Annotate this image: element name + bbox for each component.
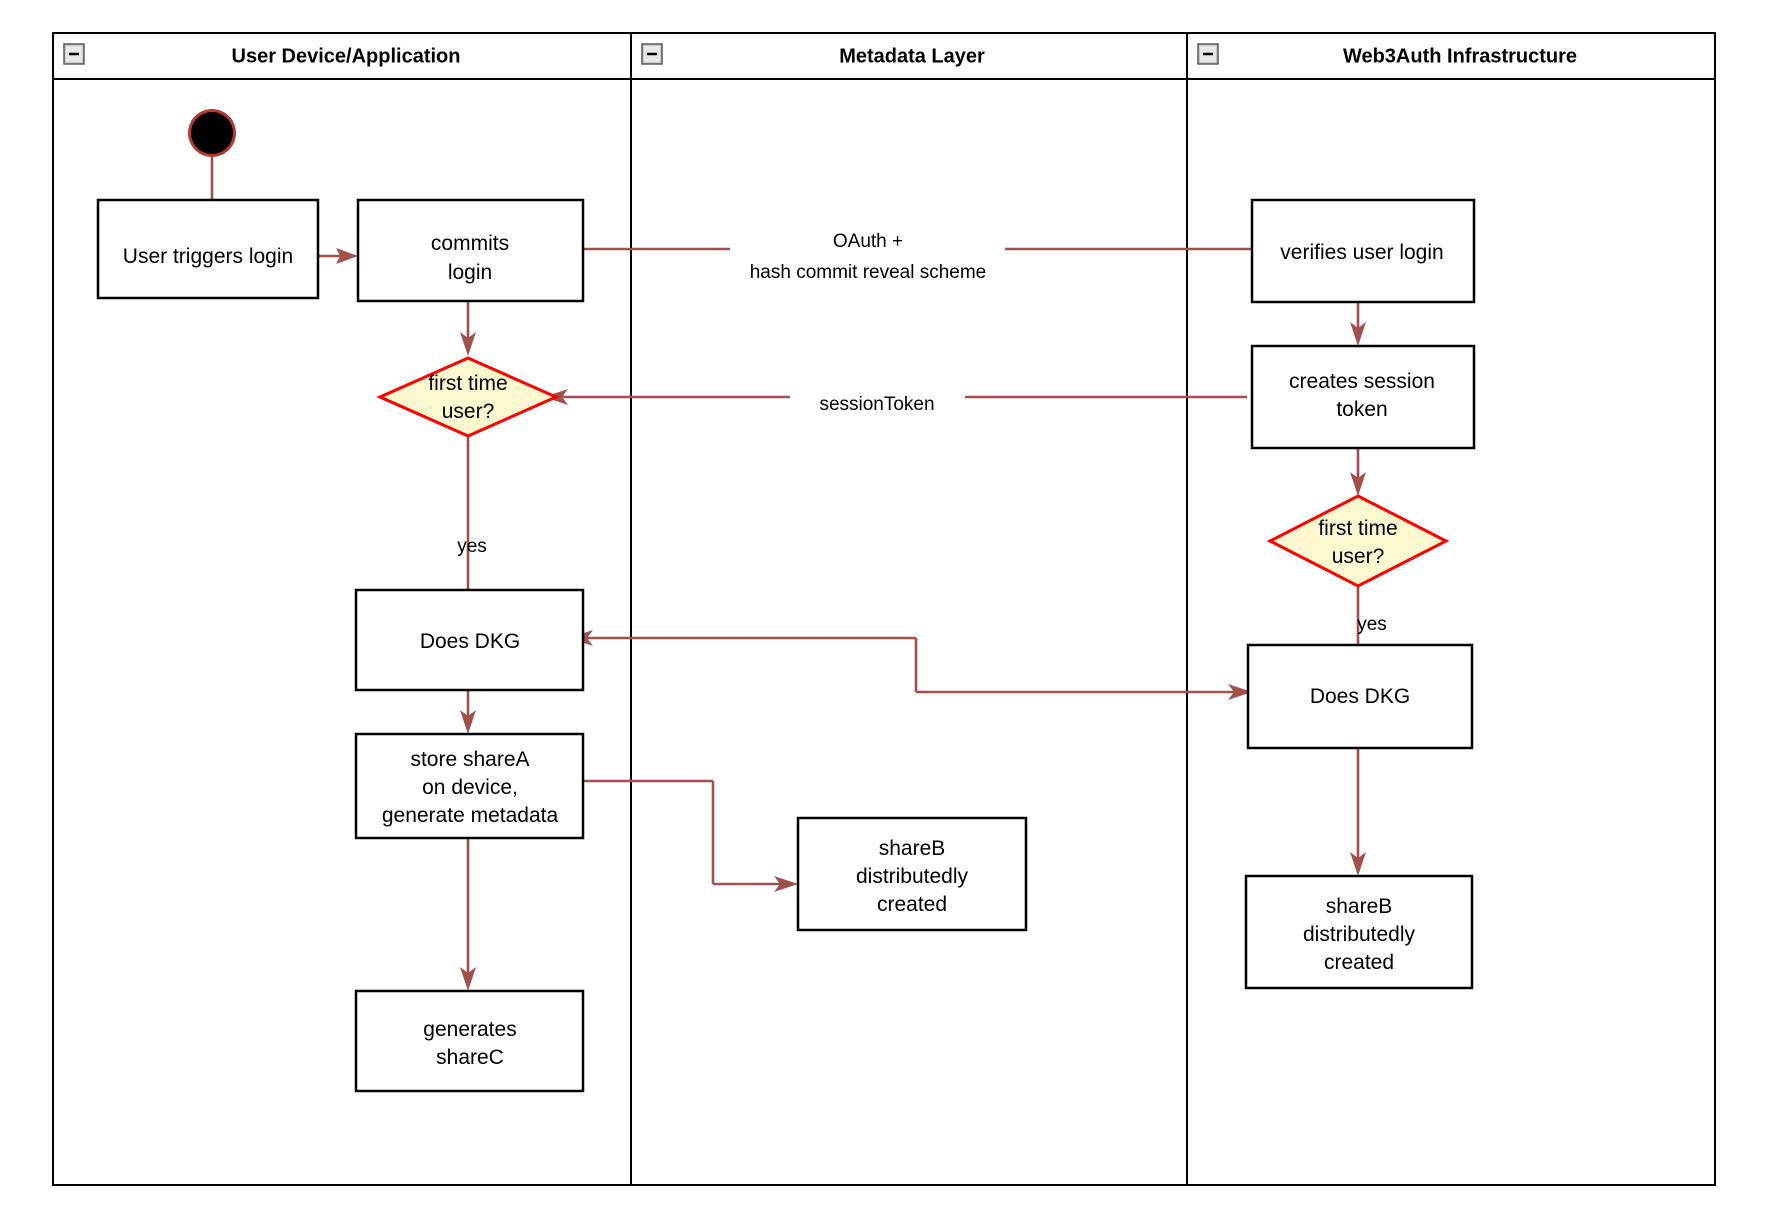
edge-commits-login-to-first-time-user-left (460, 301, 476, 356)
activity-creates-session-token[interactable]: creates session token (1250, 344, 1476, 450)
activity-shareb-web3auth-line2: distributedly (1303, 923, 1416, 946)
edge-label-session-token: sessionToken (819, 394, 934, 415)
edge-label-yes-left-text: yes (457, 536, 487, 557)
decision-first-time-user-right-line1: first time (1318, 517, 1397, 540)
edge-label-session-token-text: sessionToken (819, 394, 934, 415)
swimlane-header-metadata (630, 32, 1188, 80)
activity-commits-login[interactable]: commits login (356, 198, 585, 303)
decision-first-time-user-left[interactable]: first time user? (376, 356, 560, 438)
activity-generates-sharec-line2: shareC (436, 1046, 504, 1069)
edge-creates-session-token-to-first-time-user-right (1350, 448, 1366, 496)
edge-does-dkg-right-to-shareb-web3auth (1350, 748, 1366, 876)
swimlane-title-metadata: Metadata Layer (839, 45, 985, 67)
activity-user-triggers-login-label: User triggers login (123, 245, 293, 268)
activity-shareb-web3auth-line3: created (1324, 951, 1394, 974)
activity-shareb-metadata-line3: created (877, 893, 947, 916)
activity-shareb-metadata-line2: distributedly (856, 865, 969, 888)
activity-verifies-user-login[interactable]: verifies user login (1250, 198, 1476, 304)
swimlane-header-web3auth (1186, 32, 1716, 80)
decision-first-time-user-right-line2: user? (1332, 545, 1385, 568)
edge-label-yes-left: yes (457, 536, 487, 557)
collapse-minus-icon[interactable] (641, 43, 663, 65)
swimlane-header-user-device (52, 32, 632, 80)
decision-first-time-user-left-line2: user? (442, 400, 495, 423)
decision-first-time-user-left-line1: first time (428, 372, 507, 395)
edge-does-dkg-left-to-store-sharea (460, 690, 476, 734)
edge-label-oauth: OAuth + hash commit reveal scheme (750, 231, 987, 283)
edge-verifies-user-login-to-creates-session-token (1350, 302, 1366, 346)
activity-creates-session-token-line2: token (1336, 398, 1387, 421)
activity-does-dkg-left[interactable]: Does DKG (354, 588, 585, 692)
edge-label-oauth-line2: hash commit reveal scheme (750, 262, 987, 283)
swimlane-title-user-device: User Device/Application (232, 45, 461, 67)
swimlane-body-metadata (630, 32, 1188, 1186)
activity-user-triggers-login[interactable]: User triggers login (96, 198, 320, 300)
activity-store-sharea-line3: generate metadata (382, 804, 559, 827)
initial-node[interactable] (188, 109, 236, 157)
activity-commits-login-line1: commits (431, 232, 509, 255)
edge-label-yes-right: yes (1357, 614, 1387, 635)
activity-does-dkg-left-label: Does DKG (420, 630, 520, 653)
activity-does-dkg-right-label: Does DKG (1310, 685, 1410, 708)
edge-label-yes-right-text: yes (1357, 614, 1387, 635)
activity-creates-session-token-line1: creates session (1289, 370, 1435, 393)
edge-label-oauth-line1: OAuth + (833, 231, 903, 252)
edge-store-sharea-to-shareb-metadata (583, 779, 798, 892)
activity-generates-sharec[interactable]: generates shareC (354, 989, 585, 1093)
decision-first-time-user-right[interactable]: first time user? (1266, 494, 1450, 588)
collapse-minus-icon[interactable] (1197, 43, 1219, 65)
activity-store-sharea-line1: store shareA (410, 748, 529, 771)
swimlane-metadata[interactable]: Metadata Layer (630, 32, 1188, 1186)
collapse-minus-icon[interactable] (63, 43, 85, 65)
activity-shareb-web3auth-line1: shareB (1326, 895, 1393, 918)
swimlane-title-web3auth: Web3Auth Infrastructure (1343, 45, 1577, 67)
edge-store-sharea-to-generates-sharec (460, 838, 476, 991)
activity-shareb-metadata-line1: shareB (879, 837, 946, 860)
activity-commits-login-line2: login (448, 261, 492, 284)
activity-store-sharea-line2: on device, (422, 776, 518, 799)
activity-store-sharea[interactable]: store shareA on device, generate metadat… (354, 732, 585, 840)
activity-shareb-metadata[interactable]: shareB distributedly created (796, 816, 1028, 932)
activity-generates-sharec-line1: generates (423, 1018, 516, 1041)
activity-verifies-user-login-label: verifies user login (1280, 241, 1443, 264)
activity-shareb-web3auth[interactable]: shareB distributedly created (1244, 874, 1474, 990)
activity-does-dkg-right[interactable]: Does DKG (1246, 643, 1474, 750)
edge-user-triggers-login-to-commits-login (318, 248, 358, 264)
